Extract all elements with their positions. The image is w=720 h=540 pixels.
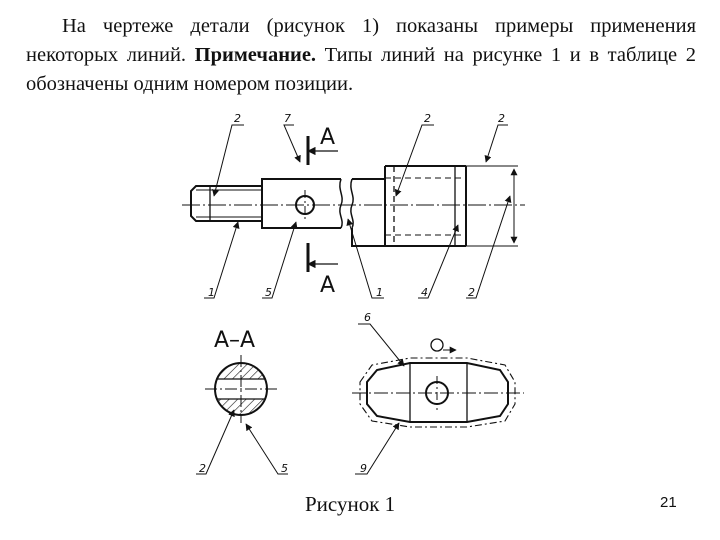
callout-2-b: 2 [424, 112, 431, 125]
callout-2-c: 2 [498, 112, 505, 125]
leaders-bottom [204, 195, 512, 299]
callout-5-a: 5 [265, 286, 272, 299]
shaft-view [182, 165, 525, 247]
callout-6: 6 [364, 311, 371, 324]
section-title: А–А [214, 328, 255, 353]
intro-paragraph: На чертеже детали (рисунок 1) показаны п… [26, 12, 696, 99]
paragraph-text-2: Типы линий на рисунке 1 и в таблице 2 об… [26, 44, 697, 95]
callout-2-e: 2 [199, 462, 206, 475]
section-aa [205, 355, 277, 423]
callout-5-b: 5 [281, 462, 288, 475]
callout-9: 9 [360, 462, 367, 475]
leaders-top [212, 124, 508, 197]
leaders-section [196, 409, 288, 475]
figure-caption: Рисунок 1 [305, 492, 396, 516]
callout-1-a: 1 [208, 286, 215, 299]
callout-2-d: 2 [468, 286, 475, 299]
callout-1-b: 1 [376, 286, 383, 299]
flat-view [352, 338, 524, 428]
leaders-right [355, 323, 405, 475]
callout-4: 4 [421, 286, 428, 299]
section-mark-top: A [320, 125, 335, 150]
callout-2-a: 2 [234, 112, 241, 125]
section-mark-bottom: A [320, 273, 335, 298]
note-label: Примечание. [194, 44, 317, 66]
paragraph-text-1: На чертеже детали (рисунок 1) показаны п… [26, 15, 696, 66]
page-number: 21 [660, 494, 677, 511]
section-marks [306, 136, 338, 272]
callout-7: 7 [284, 112, 291, 125]
